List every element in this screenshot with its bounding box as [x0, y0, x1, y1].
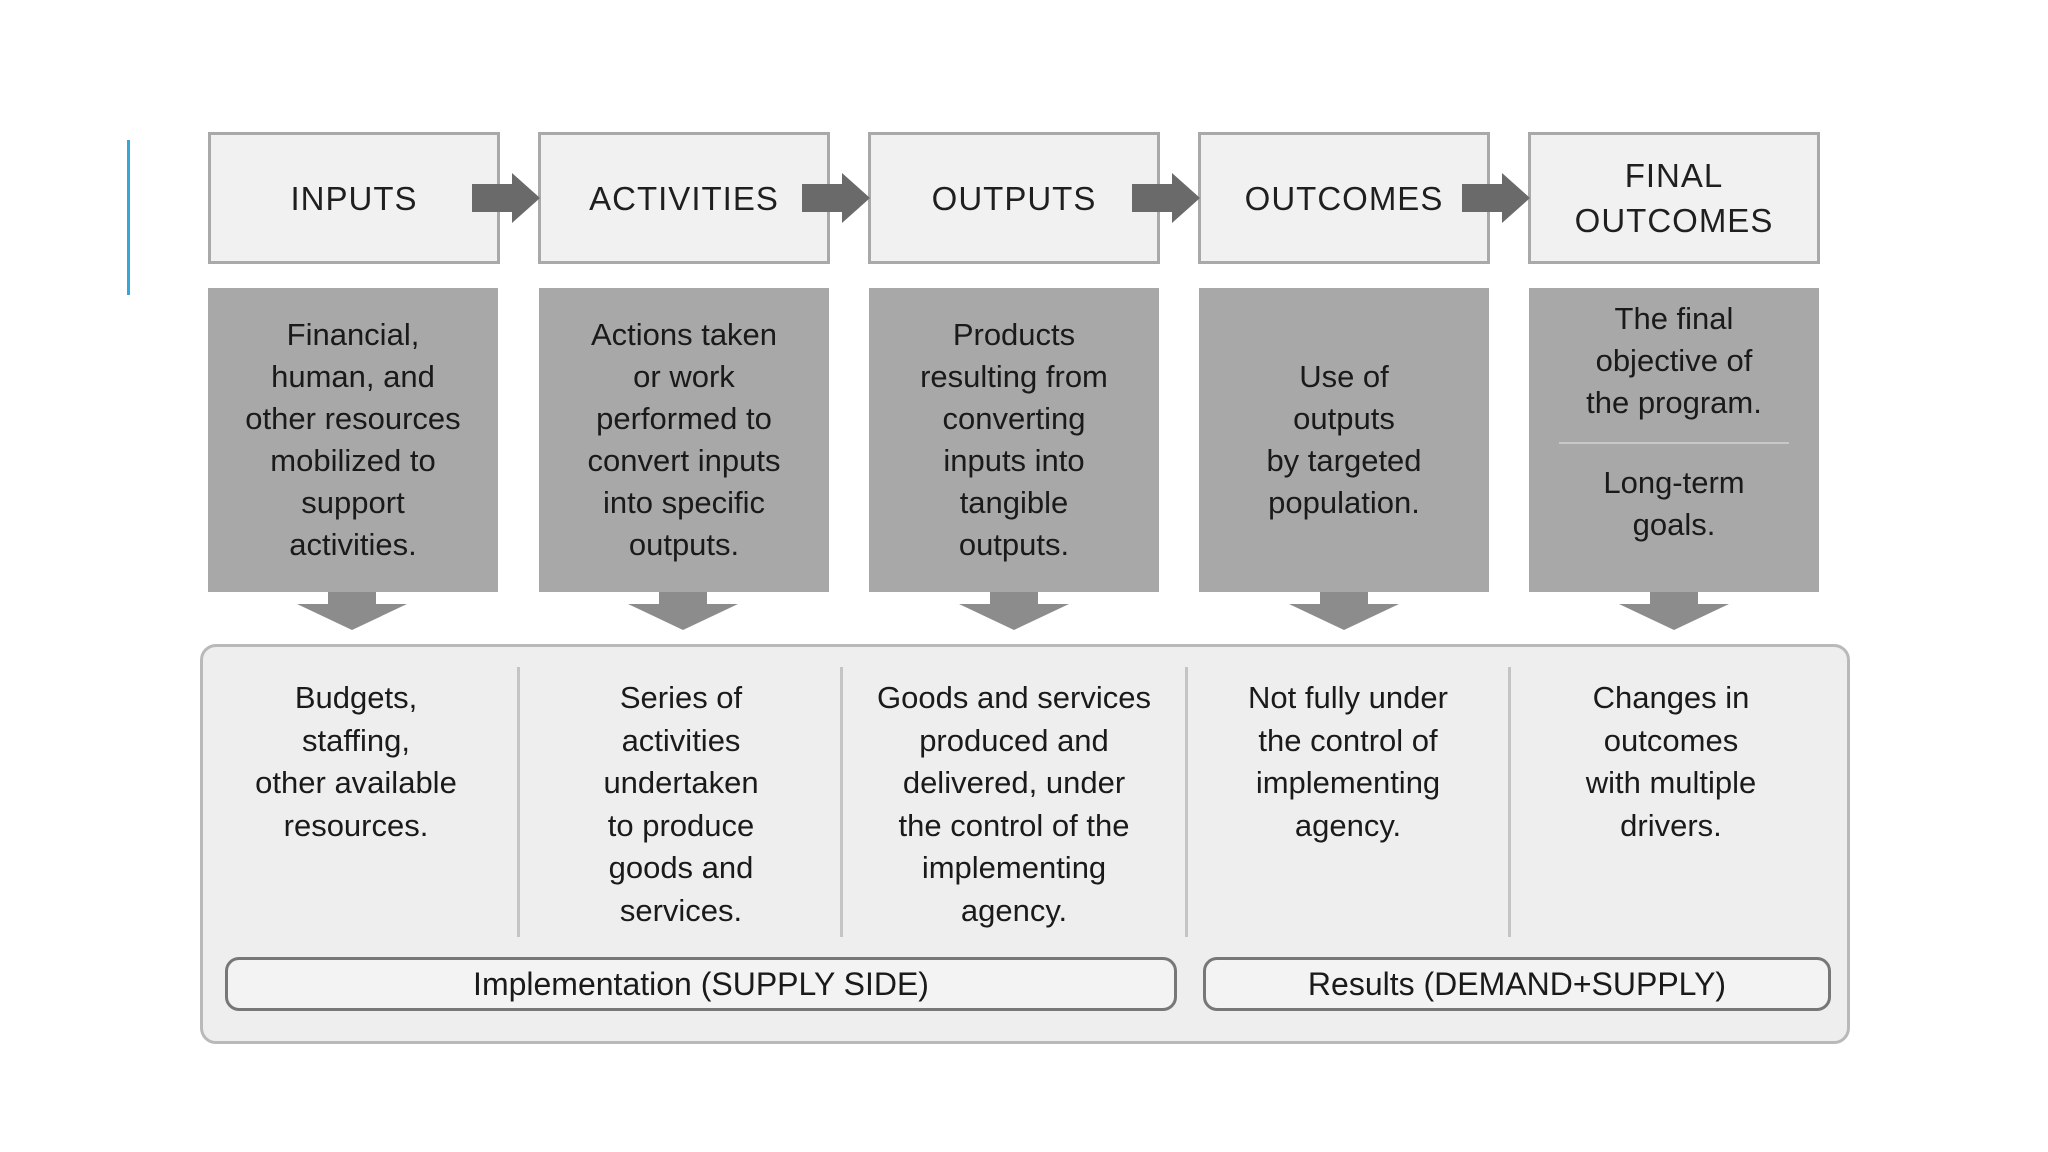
stage-header-outputs: OUTPUTS [868, 132, 1160, 264]
description-text: Financial, human, and other resources mo… [245, 317, 461, 562]
group-label-results: Results (DEMAND+SUPPLY) [1203, 957, 1831, 1011]
stage-header-outcomes: OUTCOMES [1198, 132, 1490, 264]
stage-description-activities: Actions taken or work performed to conve… [539, 288, 829, 592]
flow-arrow-icon [802, 173, 870, 223]
down-arrow-icon [959, 592, 1069, 630]
description-text: The final objective of the program. [1586, 301, 1762, 420]
description-text: Actions taken or work performed to conve… [587, 317, 781, 562]
description-secondary-text: Long-term goals. [1603, 465, 1745, 542]
description-divider [1559, 442, 1789, 444]
stage-detail-outputs: Goods and services produced and delivere… [877, 680, 1151, 928]
down-arrow-icon [628, 592, 738, 630]
stage-header-final-outcomes: FINAL OUTCOMES [1528, 132, 1820, 264]
description-text: Products resulting from converting input… [920, 317, 1108, 562]
stage-header-activities: ACTIVITIES [538, 132, 830, 264]
flow-arrow-icon [1132, 173, 1200, 223]
stage-description-outputs: Products resulting from converting input… [869, 288, 1159, 592]
stage-detail-activities: Series of activities undertaken to produ… [603, 680, 759, 928]
down-arrow-icon [1289, 592, 1399, 630]
down-arrow-icon [1619, 592, 1729, 630]
flow-arrow-icon [1462, 173, 1530, 223]
down-arrow-icon [297, 592, 407, 630]
group-label-implementation: Implementation (SUPPLY SIDE) [225, 957, 1177, 1011]
stage-description-final-outcomes: The final objective of the program. Long… [1529, 288, 1819, 592]
column-divider [517, 667, 520, 937]
description-text: Use of outputs by targeted population. [1266, 359, 1422, 520]
column-divider [1508, 667, 1511, 937]
column-divider [1185, 667, 1188, 937]
stage-detail-outcomes: Not fully under the control of implement… [1248, 680, 1448, 843]
stage-detail-inputs: Budgets, staffing, other available resou… [255, 680, 457, 843]
flow-arrow-icon [472, 173, 540, 223]
stage-description-outcomes: Use of outputs by targeted population. [1199, 288, 1489, 592]
column-divider [840, 667, 843, 937]
stage-header-inputs: INPUTS [208, 132, 500, 264]
accent-line [127, 140, 130, 295]
stage-detail-final-outcomes: Changes in outcomes with multiple driver… [1585, 680, 1757, 843]
details-panel: Budgets, staffing, other available resou… [200, 644, 1850, 1044]
stage-description-inputs: Financial, human, and other resources mo… [208, 288, 498, 592]
